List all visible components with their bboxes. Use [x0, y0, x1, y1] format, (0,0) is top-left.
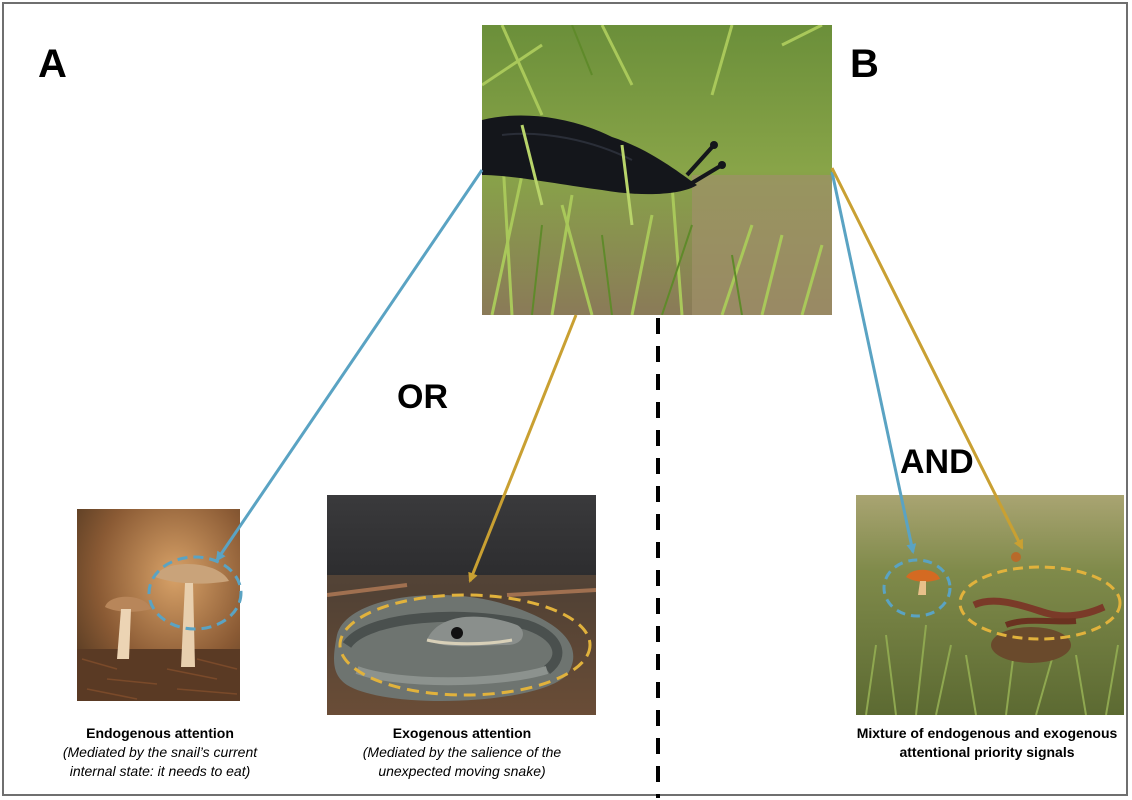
mixture-line2: attentional priority signals [842, 743, 1132, 762]
endogenous-arrow-b [832, 172, 913, 552]
exogenous-arrow-b [832, 168, 1022, 548]
mixed-mushroom-ellipse [884, 560, 950, 616]
endogenous-desc-line2: internal state: it needs to eat) [40, 762, 280, 781]
snake-highlight-ellipse [340, 595, 590, 695]
or-label: OR [397, 378, 448, 417]
exogenous-desc-line1: (Mediated by the salience of the [332, 743, 592, 762]
endogenous-desc-line1: (Mediated by the snail’s current [40, 743, 280, 762]
mixture-caption: Mixture of endogenous and exogenous atte… [842, 724, 1132, 762]
exogenous-arrow-a [470, 315, 576, 581]
exogenous-title: Exogenous attention [332, 724, 592, 743]
mixture-line1: Mixture of endogenous and exogenous [842, 724, 1132, 743]
endogenous-arrow-a [217, 170, 482, 560]
endogenous-caption: Endogenous attention (Mediated by the sn… [40, 724, 280, 781]
mixed-worm-ellipse [960, 567, 1120, 639]
exogenous-caption: Exogenous attention (Mediated by the sal… [332, 724, 592, 781]
endogenous-title: Endogenous attention [40, 724, 280, 743]
exogenous-desc-line2: unexpected moving snake) [332, 762, 592, 781]
mushroom-highlight-ellipse [149, 557, 241, 629]
and-label: AND [900, 443, 974, 482]
